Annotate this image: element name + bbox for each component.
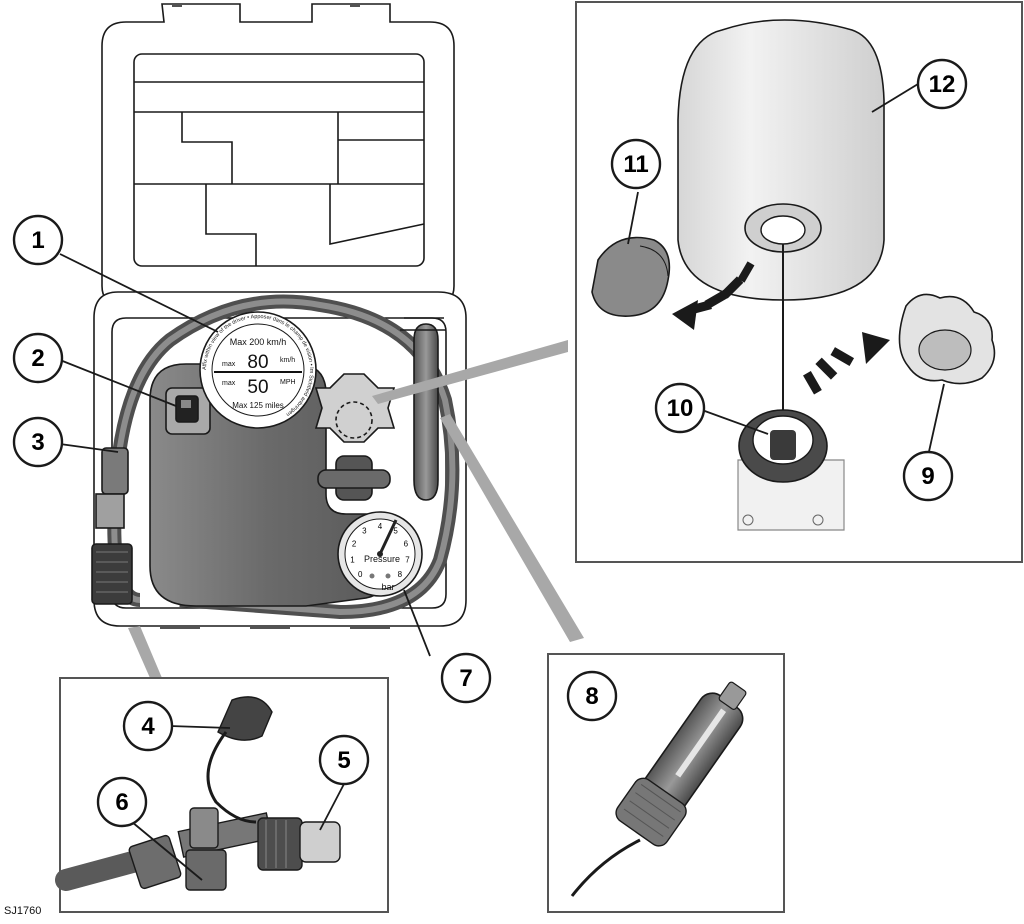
valve-housing: [737, 409, 845, 531]
callout-8: 8: [566, 670, 618, 722]
speed-label-mph-prefix: max: [222, 380, 236, 387]
gauge-scale-label: 2: [352, 539, 357, 548]
callout-label: 9: [921, 463, 934, 490]
speed-label-km-value: 80: [247, 352, 268, 373]
arrow-unscrew-icon: [672, 261, 755, 330]
speed-label-km-unit: km/h: [280, 357, 295, 364]
callout-11: 11: [610, 138, 662, 190]
callout-label: 10: [667, 395, 694, 422]
gauge-scale-label: 5: [393, 527, 398, 536]
speed-label-line1: Max 200 km/h: [230, 337, 287, 347]
callout-label: 6: [115, 789, 128, 816]
callout-7: 7: [440, 652, 492, 704]
compressor-unit: [91, 294, 460, 620]
speed-label-mph-value: 50: [247, 377, 268, 398]
gauge-scale-label: 8: [398, 570, 403, 579]
callout-label: 2: [31, 345, 44, 372]
callout-label: 12: [929, 71, 956, 98]
callout-label: 11: [623, 151, 648, 178]
callout-6: 6: [96, 776, 148, 828]
gauge-scale-label: 1: [350, 556, 355, 565]
figure-reference-code: SJ1760: [4, 905, 42, 917]
speed-label-line4: Max 125 miles: [232, 401, 284, 410]
callout-3: 3: [12, 416, 64, 468]
gauge-scale-label: 7: [405, 556, 410, 565]
speed-limit-label: Affix within view of the driver • Appose…: [199, 311, 317, 429]
callout-1: 1: [12, 214, 64, 266]
speed-label-km-prefix: max: [222, 361, 236, 368]
sealant-cap: [591, 236, 671, 317]
pressure-gauge: 01 23 4 56 78 Pressure bar: [337, 511, 423, 597]
callout-9: 9: [902, 450, 954, 502]
gauge-scale-label: 4: [378, 522, 383, 531]
speed-label-mph-unit: MPH: [280, 379, 296, 386]
gauge-scale: 01 23 4 56 78: [350, 522, 410, 579]
leader-lines: [59, 83, 945, 881]
gauge-title: Pressure: [364, 554, 400, 564]
gauge-scale-label: 0: [358, 570, 363, 579]
callout-10: 10: [654, 382, 706, 434]
callout-2: 2: [12, 332, 64, 384]
gauge-unit: bar: [381, 582, 394, 592]
callout-label: 7: [459, 665, 472, 692]
callout-label: 3: [31, 429, 44, 456]
arrow-refit-icon: [803, 332, 890, 395]
replacement-cap: [898, 293, 996, 385]
callout-label: 8: [585, 683, 598, 710]
gauge-scale-label: 6: [404, 539, 409, 548]
callout-label: 4: [141, 713, 155, 740]
panel-connectors: [128, 340, 584, 678]
callout-5: 5: [318, 734, 370, 786]
detail-panel-sealant: [575, 1, 1023, 563]
callout-label: 5: [337, 747, 350, 774]
gauge-scale-label: 3: [362, 527, 367, 536]
callout-4: 4: [122, 700, 174, 752]
callout-label: 1: [31, 227, 44, 254]
callout-12: 12: [916, 58, 968, 110]
